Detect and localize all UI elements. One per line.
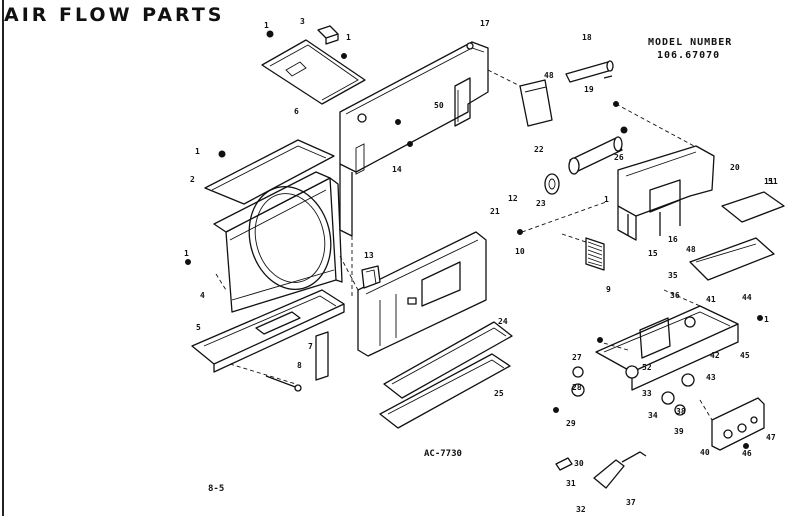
callout-label: 30 — [574, 459, 584, 468]
partition-panel — [357, 231, 487, 357]
callout-label: 48 — [686, 245, 696, 254]
base-pan — [191, 289, 345, 373]
rod-part-8 — [265, 375, 302, 392]
callout-label: 17 — [480, 19, 490, 28]
callout-label: 11 — [764, 177, 774, 186]
callout-label: 12 — [508, 194, 518, 203]
top-cover-plate — [261, 39, 366, 105]
callout-label: 28 — [572, 383, 582, 392]
page-edge-line — [2, 0, 4, 516]
callout-label: 42 — [710, 351, 720, 360]
callout-label: 45 — [740, 351, 750, 360]
filter-pad-upper — [519, 79, 553, 127]
evaporator-housing — [617, 145, 715, 241]
callout-label: 15 — [648, 249, 658, 258]
callout-label: 40 — [700, 448, 710, 457]
callout-label: 10 — [515, 247, 525, 256]
filter-pad-51 — [721, 191, 785, 223]
callout-label: 21 — [490, 207, 500, 216]
callout-label: 31 — [566, 479, 576, 488]
callout-label: 52 — [642, 363, 652, 372]
callout-label: 34 — [648, 411, 658, 420]
callout-label: 7 — [308, 342, 313, 351]
diagram-title: AIR FLOW PARTS — [4, 4, 225, 26]
callout-label: 14 — [392, 165, 402, 174]
control-box — [595, 305, 739, 391]
callout-label: 1 — [604, 195, 609, 204]
vent-grille — [585, 237, 605, 271]
drain-pan-lower — [379, 353, 511, 429]
callout-label: 13 — [364, 251, 374, 260]
callout-label: 29 — [566, 419, 576, 428]
callout-label: 26 — [614, 153, 624, 162]
callout-label: 46 — [742, 449, 752, 458]
callout-label: 24 — [498, 317, 508, 326]
callout-label: 41 — [706, 295, 716, 304]
motor-shaft — [544, 136, 623, 195]
callout-label: 25 — [494, 389, 504, 398]
motor-bracket — [361, 265, 381, 289]
callout-label: 3 — [300, 17, 305, 26]
callout-label: 18 — [582, 33, 592, 42]
callout-label: 1 — [764, 315, 769, 324]
callout-label: 51 — [768, 177, 778, 186]
callout-label: 39 — [674, 427, 684, 436]
explode-lines — [215, 69, 713, 421]
mounting-bracket-7 — [315, 331, 329, 381]
screw-set — [185, 30, 763, 449]
callout-label: 16 — [668, 235, 678, 244]
callout-label: 1 — [195, 147, 200, 156]
callout-label: 1 — [184, 249, 189, 258]
page-number: 8-5 — [208, 484, 225, 494]
tube-part — [565, 60, 614, 83]
callout-label: 48 — [544, 71, 554, 80]
callout-label: 8 — [297, 361, 302, 370]
knob-group — [555, 316, 696, 489]
callout-label: 23 — [536, 199, 546, 208]
callout-label: 20 — [730, 163, 740, 172]
callout-label: 19 — [584, 85, 594, 94]
callout-label: 43 — [706, 373, 716, 382]
callout-label: 4 — [200, 291, 205, 300]
callout-label: 35 — [668, 271, 678, 280]
callout-label: 1 — [264, 21, 269, 30]
callout-label: 27 — [572, 353, 582, 362]
callout-label: 2 — [190, 175, 195, 184]
callout-label: 36 — [670, 291, 680, 300]
callout-label: 32 — [576, 505, 586, 514]
callout-label: 5 — [196, 323, 201, 332]
fan-shroud — [213, 171, 343, 313]
callout-label: 6 — [294, 107, 299, 116]
model-number-value: 106.67070 — [657, 50, 721, 61]
callout-label: 47 — [766, 433, 776, 442]
callout-label: 37 — [626, 498, 636, 507]
drawing-code: AC-7730 — [424, 449, 462, 459]
callout-label: 33 — [642, 389, 652, 398]
rear-panel — [339, 41, 489, 237]
drain-pan-upper — [383, 321, 513, 399]
control-panel — [711, 397, 765, 451]
bracket-part — [317, 25, 339, 45]
callout-label: 9 — [606, 285, 611, 294]
model-number-label: MODEL NUMBER — [648, 37, 733, 48]
callout-label: 22 — [534, 145, 544, 154]
callout-label: 1 — [346, 33, 351, 42]
callout-label: 44 — [742, 293, 752, 302]
callout-labels: 1 1 1 1 1 1 2 3 4 5 6 7 8 9 10 11 12 13 … — [184, 17, 778, 514]
callout-label: 38 — [676, 407, 686, 416]
callout-label: 50 — [434, 101, 444, 110]
filter-pad-48 — [689, 237, 775, 281]
top-plate — [204, 139, 335, 205]
